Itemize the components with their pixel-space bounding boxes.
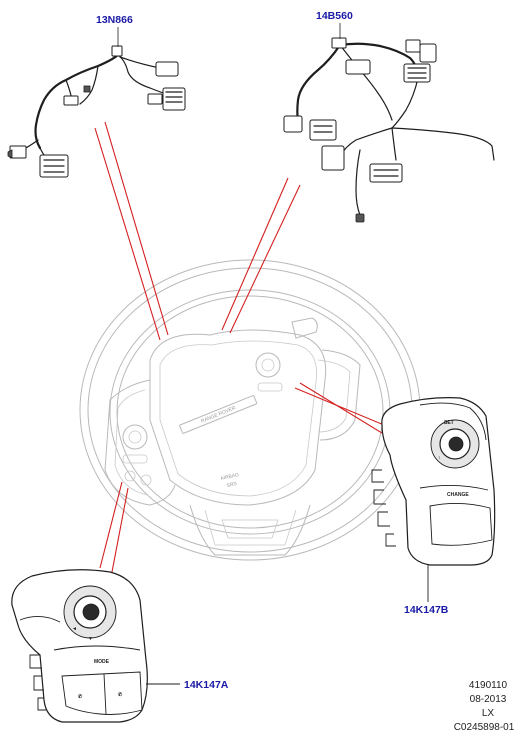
svg-text:✆: ✆ xyxy=(118,692,123,698)
airbag-text: AIRBAG xyxy=(220,472,240,482)
steering-wheel-ghost: RANGE ROVER AIRBAG SRS xyxy=(79,259,421,561)
switch-b-set-text: SET xyxy=(444,420,454,426)
figure-date: 08-2013 xyxy=(470,694,507,705)
harness-14b560 xyxy=(283,37,495,223)
part-label-14k147b: 14K147B xyxy=(404,604,449,616)
reference-block: 4190110 08-2013 LX C0245898-01 xyxy=(454,680,515,733)
svg-text:✆: ✆ xyxy=(78,694,83,700)
part-label-13n866: 13N866 xyxy=(96,14,133,26)
part-label-14k147a: 14K147A xyxy=(184,679,229,691)
model-code: LX xyxy=(482,708,495,719)
pointer-lines xyxy=(94,121,385,573)
switch-14k147b: SET ↕ CHANGE xyxy=(371,397,496,602)
switch-a-mode-text: MODE xyxy=(94,659,110,665)
svg-text:◄: ◄ xyxy=(72,626,77,632)
switch-b-mode-text: CHANGE xyxy=(447,492,469,498)
part-label-14b560: 14B560 xyxy=(316,10,353,22)
airbag-subtext: SRS xyxy=(226,481,238,489)
figure-number: 4190110 xyxy=(469,680,508,691)
svg-text:↕: ↕ xyxy=(438,455,441,461)
switch-14k147a: ◄ ▼ MODE ✆ ✆ xyxy=(11,569,180,723)
svg-text:▼: ▼ xyxy=(88,636,93,642)
harness-13n866 xyxy=(7,45,186,178)
illustration-code: C0245898-01 xyxy=(454,722,515,733)
